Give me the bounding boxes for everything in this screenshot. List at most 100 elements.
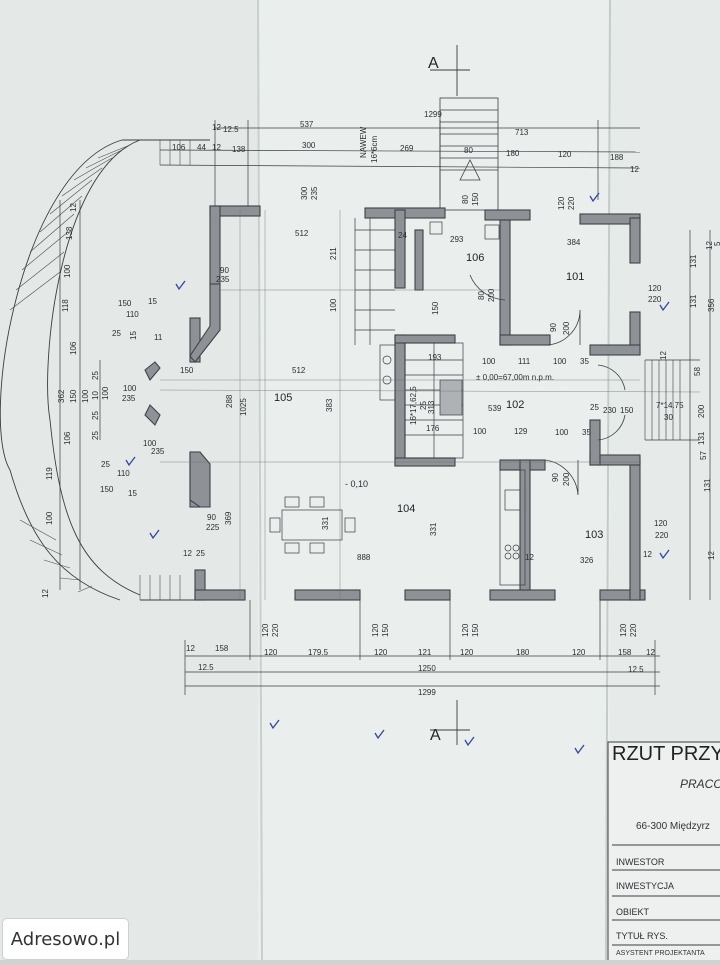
dim-left: 12 xyxy=(41,589,50,598)
dim-left: 15 xyxy=(129,331,138,340)
dim-right: 57 xyxy=(699,451,708,460)
dim-bottom: 120 xyxy=(371,623,380,637)
dim-inner: 1025 xyxy=(239,398,248,416)
section-mark-bottom: A xyxy=(430,727,442,744)
dim-top: 12 xyxy=(212,123,221,132)
dim-inner: 176 xyxy=(426,424,440,433)
dim-inner: 200 xyxy=(562,472,571,486)
dim-inner: 100 xyxy=(555,428,569,437)
dim-inner: 25 xyxy=(112,329,121,338)
dim-inner: 100 xyxy=(482,357,496,366)
dim-top: 537 xyxy=(300,120,314,129)
dim-inner: 100 xyxy=(473,427,487,436)
dim-top: 80 xyxy=(461,195,470,204)
dim-bottom: 120 xyxy=(461,623,470,637)
dim-left: 119 xyxy=(45,467,54,480)
dim-bottom: 1250 xyxy=(418,664,436,673)
dim-top: 713 xyxy=(515,128,529,137)
dim-bottom: 120 xyxy=(264,648,278,657)
dim-inner: 512 xyxy=(295,229,309,238)
dim-inner: 150 xyxy=(118,299,132,308)
dim-top: 150 xyxy=(471,192,480,206)
dim-inner: 100 xyxy=(553,357,567,366)
dim-right: 220 xyxy=(648,295,662,304)
dim-inner: 331 xyxy=(321,516,330,530)
dim-left: 150 xyxy=(69,389,78,403)
dim-bottom: 158 xyxy=(618,648,632,657)
dim-inner: 90 xyxy=(220,266,229,275)
dim-inner: 288 xyxy=(225,394,234,408)
title-block-subtitle: PRACO xyxy=(680,777,720,791)
dim-inner: 539 xyxy=(488,404,502,413)
dim-inner: 150 xyxy=(180,366,194,375)
dim-inner: 150 xyxy=(431,301,440,315)
dim-inner: 90 xyxy=(207,513,216,522)
dim-bottom: 180 xyxy=(516,648,530,657)
dim-left: 25 xyxy=(91,431,100,440)
dimension-lines-left xyxy=(59,200,101,590)
dimension-lines-bottom xyxy=(184,600,660,695)
level-zero: ± 0,00=67,00m n.p.m. xyxy=(476,373,554,382)
dim-inner: 150 xyxy=(620,406,634,415)
stair-inner: 16*17,62,5 xyxy=(409,386,418,425)
dim-bottom: 120 xyxy=(261,623,270,637)
dim-top: 138 xyxy=(232,145,246,154)
dim-bottom: 120 xyxy=(374,648,388,657)
title-block-title: RZUT PRZY xyxy=(612,743,720,765)
dim-inner: 331 xyxy=(429,522,438,536)
dim-inner: 12 xyxy=(183,549,192,558)
dim-left: 10 xyxy=(91,391,100,400)
title-block-frame xyxy=(607,741,720,963)
dim-top: 12 xyxy=(630,165,639,174)
room-106-label: 106 xyxy=(466,252,485,264)
dim-inner: 15 xyxy=(148,297,157,306)
dim-top: 120 xyxy=(558,150,572,159)
dim-bottom: 120 xyxy=(572,648,586,657)
dim-inner: 24 xyxy=(398,231,407,240)
dim-top: 106 xyxy=(172,143,186,152)
dim-inner: 11 xyxy=(154,333,163,342)
dim-inner: 150 xyxy=(100,485,114,494)
dim-inner: 100 xyxy=(143,439,157,448)
room-104-label: 104 xyxy=(397,503,416,515)
stair-step: 16*6cm xyxy=(370,135,379,163)
dim-bottom: 12 xyxy=(186,644,195,653)
dim-right: 131 xyxy=(689,294,698,308)
dim-inner: 326 xyxy=(580,556,594,565)
dim-inner: 512 xyxy=(292,366,306,375)
dim-bottom: 150 xyxy=(381,623,390,637)
dim-inner: 313 xyxy=(427,400,436,414)
dim-inner: 35 xyxy=(580,357,589,366)
dim-right: 220 xyxy=(655,531,669,540)
room-101-label: 101 xyxy=(566,271,585,283)
dim-bottom: 220 xyxy=(271,623,280,637)
dim-right: 58 xyxy=(693,367,702,376)
dim-inner: 35 xyxy=(582,428,591,437)
title-block-row: INWESTOR xyxy=(616,857,665,867)
dim-left: 100 xyxy=(63,264,72,278)
dim-inner: 200 xyxy=(562,321,571,335)
dim-right: 12 xyxy=(659,351,668,360)
dim-inner: 383 xyxy=(325,398,334,412)
dim-right: 356 xyxy=(707,298,716,312)
dim-bottom: 120 xyxy=(460,648,474,657)
dim-top: 235 xyxy=(310,186,319,200)
dim-inner: 100 xyxy=(123,384,137,393)
dim-inner: 90 xyxy=(549,323,558,332)
dim-bottom: 12 xyxy=(646,648,655,657)
dim-top: 120 xyxy=(557,196,566,210)
pen-check-marks xyxy=(125,192,670,755)
dim-top: 269 xyxy=(400,144,414,153)
dim-top: 12.5 xyxy=(223,125,239,134)
dim-left: 138 xyxy=(65,226,74,240)
dim-left: 106 xyxy=(63,431,72,445)
dimension-lines-top xyxy=(159,120,641,210)
dim-inner: 235 xyxy=(122,394,136,403)
dim-top: 44 xyxy=(197,143,206,152)
dim-inner: 369 xyxy=(224,511,233,525)
dim-inner: 12 xyxy=(643,550,652,559)
dim-top: 80 xyxy=(464,146,473,155)
dim-inner: 200 xyxy=(487,288,496,302)
dim-inner: 211 xyxy=(329,247,338,260)
